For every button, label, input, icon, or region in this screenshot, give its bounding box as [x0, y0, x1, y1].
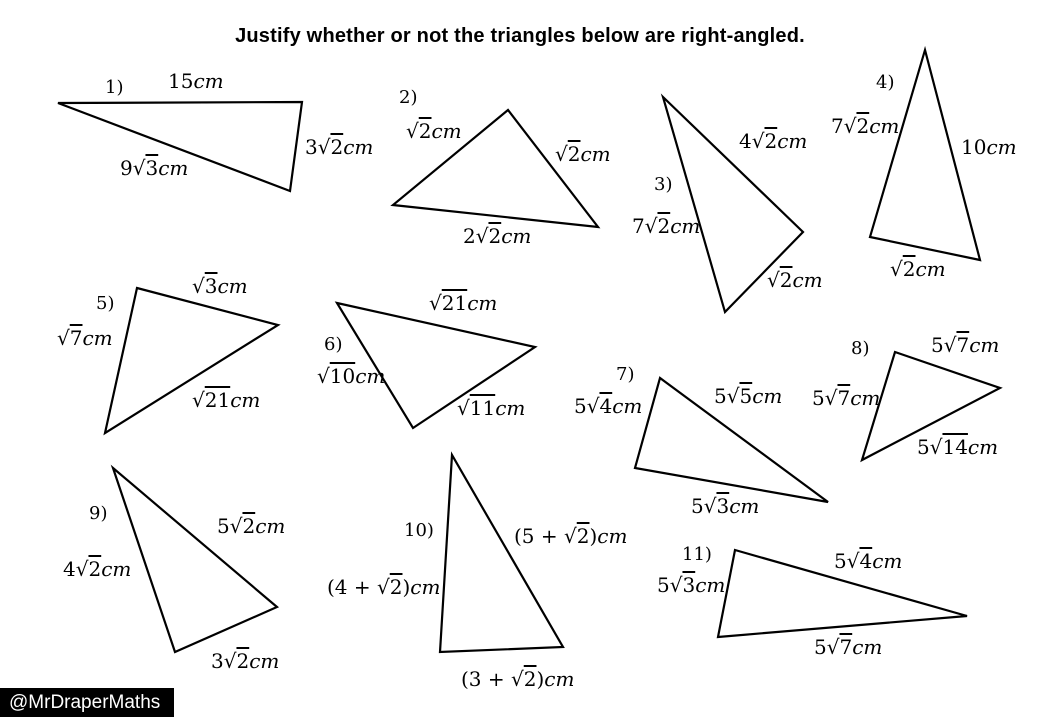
triangle-9-side-label-bottom: 3√2cm [211, 649, 280, 673]
triangle-7-side-label-bottom: 5√3cm [691, 494, 760, 518]
triangle-11-number: 11) [682, 544, 712, 565]
triangle-1-side-label-top: 15cm [168, 69, 224, 93]
triangle-8-side-label-top: 5√7cm [931, 333, 1000, 357]
triangle-5-side-label-bottom: √21cm [192, 388, 261, 412]
triangle-8-number: 8) [851, 338, 870, 359]
triangle-11-side-label-left: 5√3cm [657, 573, 726, 597]
triangle-9-number: 9) [89, 503, 108, 524]
page-title: Justify whether or not the triangles bel… [235, 25, 805, 47]
triangle-3-number: 3) [654, 174, 673, 195]
triangle-8-outline [860, 350, 1003, 463]
triangle-11-side-label-top: 5√4cm [834, 549, 903, 573]
triangle-2-side-label-bottom: 2√2cm [463, 224, 532, 248]
author-watermark: @MrDraperMaths [0, 688, 175, 717]
triangle-5-side-label-top: √3cm [192, 274, 248, 298]
triangle-5-side-label-left: √7cm [57, 326, 113, 350]
triangle-5-outline [103, 286, 281, 436]
triangle-1-number: 1) [105, 77, 124, 98]
triangle-5-number: 5) [96, 293, 115, 314]
triangle-4-number: 4) [876, 72, 895, 93]
triangle-11-side-label-bottom: 5√7cm [814, 635, 883, 659]
triangle-2-side-label-right: √2cm [555, 142, 611, 166]
triangle-3-outline [660, 93, 805, 315]
triangle-4-side-label-bottom: √2cm [890, 257, 946, 281]
triangle-4-side-label-left: 7√2cm [831, 114, 900, 138]
triangle-8-side-label-left: 5√7cm [812, 386, 881, 410]
triangle-2-side-label-left: √2cm [406, 119, 462, 143]
triangle-4-side-label-right: 10cm [961, 135, 1017, 159]
triangle-3-side-label-top: 4√2cm [739, 129, 808, 153]
triangle-3-side-label-bottom: √2cm [767, 268, 823, 292]
triangle-1-side-label-right: 3√2cm [305, 135, 374, 159]
triangle-7-side-label-top: 5√5cm [714, 384, 783, 408]
triangle-10-side-label-right: (5 + √2)cm [514, 524, 628, 548]
triangle-2-outline [390, 108, 601, 229]
triangle-10-outline [438, 451, 565, 654]
triangle-7-side-label-left: 5√4cm [574, 394, 643, 418]
triangle-10-side-label-left: (4 + √2)cm [327, 575, 441, 599]
triangle-6-outline [334, 301, 538, 430]
triangle-11-outline [716, 548, 968, 639]
triangle-6-number: 6) [324, 334, 343, 355]
triangle-9-side-label-left: 4√2cm [63, 557, 132, 581]
triangle-6-side-label-left: √10cm [317, 364, 386, 388]
triangle-6-side-label-top: √21cm [429, 291, 498, 315]
triangle-7-outline [633, 376, 829, 504]
triangle-3-side-label-left: 7√2cm [632, 214, 701, 238]
triangle-4-outline [868, 45, 982, 262]
triangle-1-outline [57, 100, 304, 193]
triangle-10-side-label-bottom: (3 + √2)cm [461, 667, 575, 691]
triangle-7-number: 7) [616, 364, 635, 385]
triangle-10-number: 10) [404, 520, 434, 541]
triangle-9-side-label-right: 5√2cm [217, 514, 286, 538]
triangle-6-side-label-bottom: √11cm [457, 396, 526, 420]
triangle-9-outline [110, 464, 280, 654]
triangle-8-side-label-bottom: 5√14cm [917, 435, 999, 459]
triangle-1-side-label-bottom: 9√3cm [120, 156, 189, 180]
triangle-2-number: 2) [399, 87, 418, 108]
